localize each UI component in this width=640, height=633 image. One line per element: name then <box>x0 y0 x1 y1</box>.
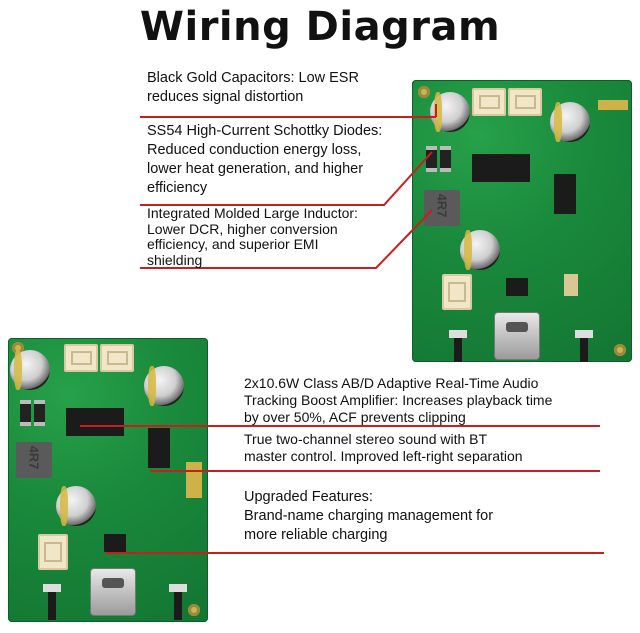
mounting-hole <box>188 604 200 616</box>
caption-capacitors: Black Gold Capacitors: Low ESR reduces s… <box>147 70 359 105</box>
caption-inductor: Integrated Molded Large Inductor: Lower … <box>147 205 358 268</box>
inductor: 4R7 <box>16 442 52 478</box>
charging-chip <box>503 275 531 299</box>
diode <box>20 400 31 426</box>
bt-chip <box>551 171 579 217</box>
caption-upgraded: Upgraded Features: Brand-name charging m… <box>244 489 494 543</box>
diode <box>440 146 451 172</box>
amplifier-chip <box>469 151 533 185</box>
connector <box>38 534 68 570</box>
smd-part <box>564 274 578 296</box>
inductor: 4R7 <box>424 190 460 226</box>
connector <box>472 88 506 116</box>
page-title: Wiring Diagram <box>139 4 501 50</box>
connector <box>442 274 472 310</box>
push-button <box>575 330 593 362</box>
capacitor <box>56 486 96 526</box>
diode <box>426 146 437 172</box>
connector <box>508 88 542 116</box>
connector <box>100 344 134 372</box>
capacitor <box>460 230 500 270</box>
charging-chip <box>101 531 129 555</box>
caption-stereo: True two-channel stereo sound with BT ma… <box>244 431 523 464</box>
circuit-board-top: 4R7 <box>412 80 632 362</box>
caption-diodes: SS54 High-Current Schottky Diodes: Reduc… <box>147 123 383 196</box>
push-button <box>169 584 187 620</box>
push-button <box>449 330 467 362</box>
caption-amplifier: 2x10.6W Class AB/D Adaptive Real-Time Au… <box>244 375 553 425</box>
diode <box>34 400 45 426</box>
capacitor <box>10 350 50 390</box>
circuit-board-bottom: 4R7 <box>8 338 208 622</box>
amplifier-chip <box>63 405 127 439</box>
bt-chip <box>145 425 173 471</box>
mounting-hole <box>418 86 430 98</box>
antenna-pad <box>598 100 628 110</box>
connector <box>64 344 98 372</box>
usb-c-port <box>494 312 540 360</box>
capacitor <box>550 102 590 142</box>
usb-c-port <box>90 568 136 616</box>
capacitor <box>144 366 184 406</box>
push-button <box>43 584 61 620</box>
mounting-hole <box>614 344 626 356</box>
